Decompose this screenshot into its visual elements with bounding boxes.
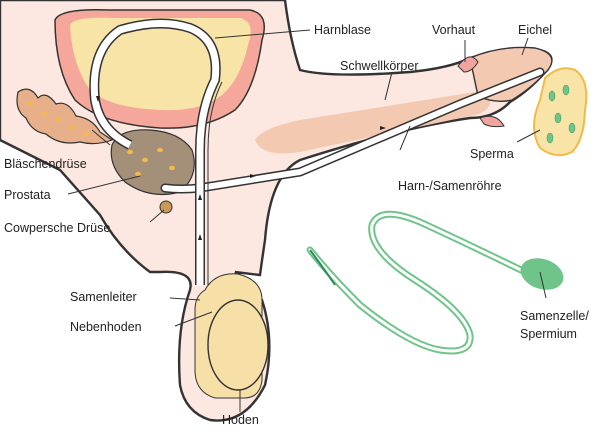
sperm-mass [533, 67, 588, 157]
vesicle-drops [27, 102, 89, 136]
lead-sperma [516, 129, 541, 143]
lead-schwellkoerper [384, 71, 393, 101]
seminal-vesicle [16, 88, 114, 145]
lead-blaeschendruese [91, 129, 111, 146]
lead-samenzelle [539, 271, 547, 299]
lead-samenleiter [169, 297, 201, 301]
lead-cowpersche [149, 209, 165, 223]
label-eichel: Eichel [518, 23, 552, 37]
sperm-head [520, 258, 564, 290]
label-hoden: Hoden [222, 413, 259, 427]
label-harnroehre: Harn-/Samenröhre [398, 179, 502, 193]
lead-prostata [67, 175, 141, 195]
testis [207, 299, 269, 391]
label-sperma: Sperma [470, 147, 514, 161]
label-spermium: Spermium [520, 327, 577, 341]
frenulum [479, 115, 505, 128]
label-cowpersche: Cowpersche Drüse [4, 221, 110, 235]
erectile-body [255, 92, 491, 154]
label-samenzelle: Samenzelle/ [520, 309, 589, 323]
lead-harnroehre [399, 125, 411, 151]
sperm-tail-end [309, 249, 336, 286]
lead-eichel [521, 37, 529, 56]
lead-harnblase [214, 29, 311, 39]
prostate-drops [127, 147, 175, 177]
label-vorhaut: Vorhaut [432, 23, 476, 37]
cowper-gland [159, 200, 173, 214]
label-schwellkoerper: Schwellkörper [340, 59, 419, 73]
label-samenleiter: Samenleiter [70, 290, 137, 304]
label-prostata: Prostata [4, 188, 51, 202]
vas-deferens-inner [207, 81, 223, 285]
sperm-mass-cells [546, 84, 576, 144]
label-harnblase: Harnblase [314, 23, 371, 37]
flow-arrows [96, 96, 386, 240]
label-nebenhoden: Nebenhoden [70, 320, 142, 334]
sperm-tail-inner [308, 212, 527, 353]
lead-nebenhoden [174, 311, 213, 327]
vas-deferens-lumen [90, 19, 220, 285]
urethra-lumen [162, 69, 543, 192]
label-blaeschendruese: Bläschendrüse [4, 157, 87, 171]
